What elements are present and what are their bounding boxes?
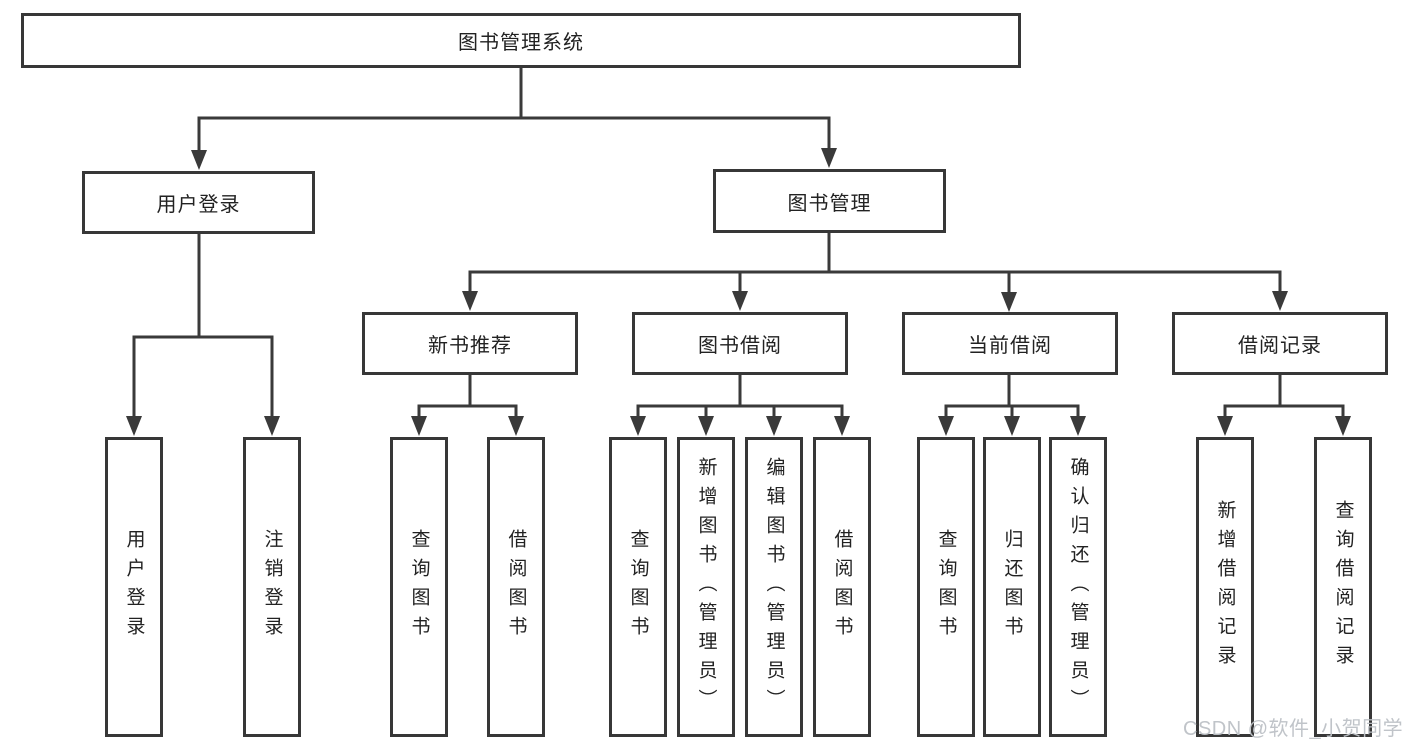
node-query-books-borrow: 查询图书 bbox=[609, 437, 667, 737]
node-query-books-current: 查询图书 bbox=[917, 437, 975, 737]
node-return-books: 归还图书 bbox=[983, 437, 1041, 737]
node-book-management: 图书管理 bbox=[713, 169, 946, 233]
node-label: 新增借阅记录 bbox=[1214, 500, 1236, 674]
node-label: 借阅图书 bbox=[831, 529, 853, 645]
node-edit-books-admin: 编辑图书（管理员） bbox=[745, 437, 803, 737]
node-label: 查询图书 bbox=[627, 529, 649, 645]
node-label: 确认归还（管理员） bbox=[1067, 456, 1089, 718]
node-current-borrowing: 当前借阅 bbox=[902, 312, 1118, 375]
node-label: 用户登录 bbox=[123, 529, 145, 645]
node-label: 查询借阅记录 bbox=[1332, 500, 1354, 674]
node-query-borrow-record: 查询借阅记录 bbox=[1314, 437, 1372, 737]
node-book-borrowing: 图书借阅 bbox=[632, 312, 848, 375]
node-query-books-recommend: 查询图书 bbox=[390, 437, 448, 737]
node-label: 归还图书 bbox=[1001, 529, 1023, 645]
node-label: 编辑图书（管理员） bbox=[763, 456, 785, 718]
node-label: 查询图书 bbox=[935, 529, 957, 645]
node-add-books-admin: 新增图书（管理员） bbox=[677, 437, 735, 737]
node-user-login: 用户登录 bbox=[82, 171, 315, 234]
node-label: 查询图书 bbox=[408, 529, 430, 645]
node-user-login-leaf: 用户登录 bbox=[105, 437, 163, 737]
node-label: 借阅图书 bbox=[505, 529, 527, 645]
node-library-management-system: 图书管理系统 bbox=[21, 13, 1021, 68]
node-logout-login: 注销登录 bbox=[243, 437, 301, 737]
node-new-book-recommendation: 新书推荐 bbox=[362, 312, 578, 375]
node-confirm-return-admin: 确认归还（管理员） bbox=[1049, 437, 1107, 737]
node-borrow-books-leaf: 借阅图书 bbox=[813, 437, 871, 737]
node-label: 新增图书（管理员） bbox=[695, 456, 717, 718]
node-add-borrow-record: 新增借阅记录 bbox=[1196, 437, 1254, 737]
csdn-watermark: CSDN @软件_小贺同学 bbox=[1183, 718, 1404, 740]
node-borrowing-records: 借阅记录 bbox=[1172, 312, 1388, 375]
node-label: 注销登录 bbox=[261, 529, 283, 645]
node-borrow-books-recommend: 借阅图书 bbox=[487, 437, 545, 737]
